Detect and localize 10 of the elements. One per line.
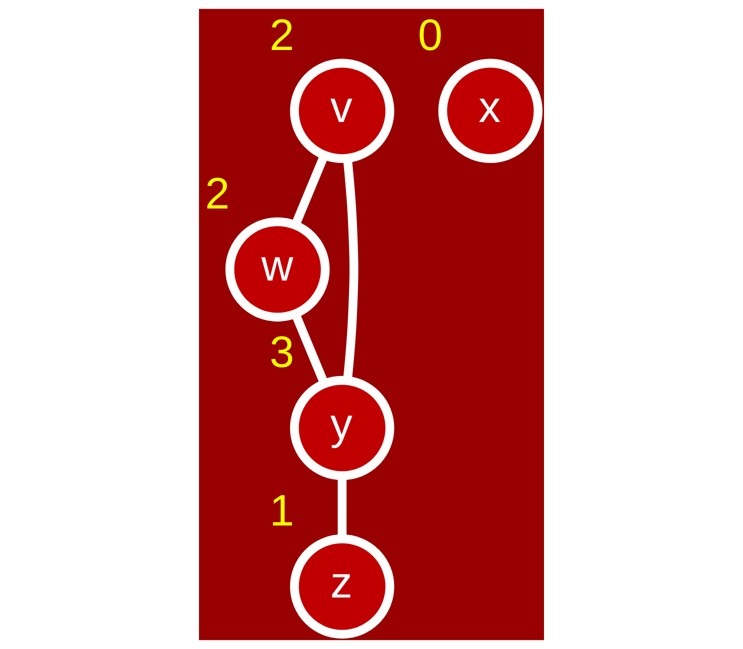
node-label: 3 <box>270 328 294 378</box>
node-circle: w <box>225 217 330 322</box>
node-circle: y <box>290 376 394 480</box>
node-circle: v <box>290 58 394 163</box>
node-label: 2 <box>205 170 230 219</box>
node-circle: z <box>290 534 394 639</box>
node-circle: x <box>438 58 543 163</box>
node-label: 0 <box>418 10 442 60</box>
node-label: 2 <box>270 10 294 60</box>
node-label: 1 <box>270 486 294 536</box>
